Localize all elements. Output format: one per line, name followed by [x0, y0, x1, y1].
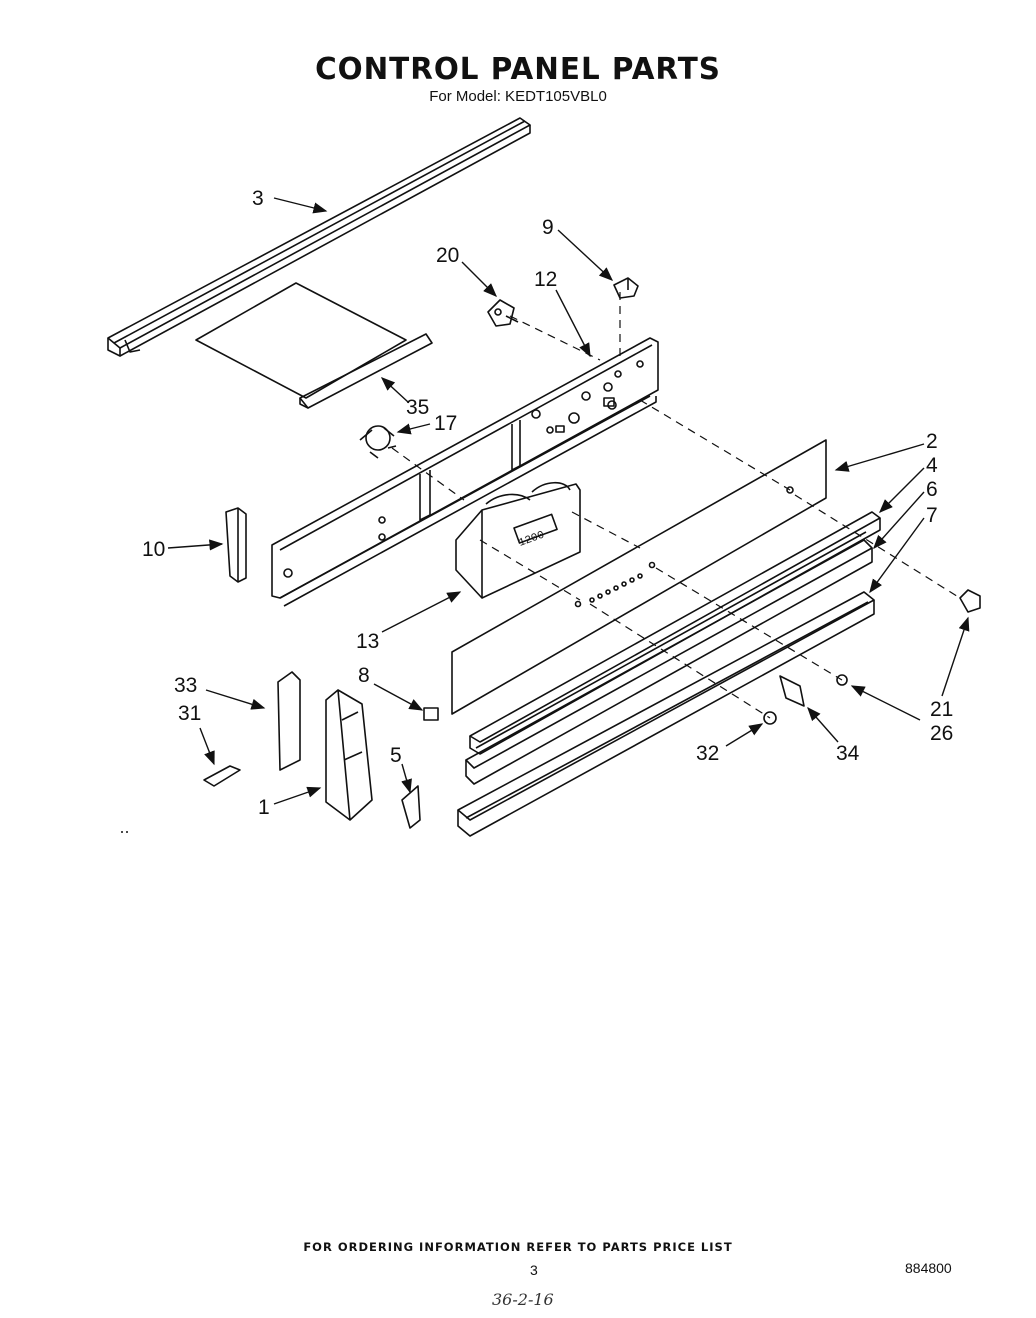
part-10-bracket [225, 507, 247, 583]
part-12-control-panel-frame [271, 337, 659, 607]
callout-13: 13 [356, 630, 379, 653]
callout-21: 21 [930, 698, 953, 721]
callout-12: 12 [534, 268, 557, 291]
callout-26: 26 [930, 722, 953, 745]
page-number: 3 [530, 1262, 538, 1278]
callout-34: 34 [836, 742, 860, 765]
callout-32: 32 [696, 742, 719, 765]
callout-17: 17 [434, 412, 457, 435]
model-subtitle: For Model: KEDT105VBL0 [429, 88, 607, 105]
part-20-switch [487, 299, 519, 327]
callout-6: 6 [926, 478, 938, 501]
callout-8: 8 [358, 664, 370, 687]
handwritten-note: 36-2-16 [492, 1290, 554, 1309]
callout-7: 7 [926, 504, 938, 527]
callout-labels: 3 20 9 12 35 17 2 4 6 7 10 13 8 33 31 5 … [142, 187, 953, 819]
part-6-trim-strip [465, 531, 873, 785]
assembly-dashed-lines [391, 292, 961, 719]
callout-35: 35 [406, 396, 429, 419]
part-32-screw [763, 711, 777, 725]
part-3-top-trim [107, 117, 531, 357]
page-title: CONTROL PANEL PARTS [315, 52, 721, 87]
part-9-knob [613, 277, 639, 299]
document-number: 884800 [905, 1260, 952, 1276]
part-7-bottom-trim [457, 591, 875, 837]
part-4-trim-strip [469, 511, 881, 755]
part-21-knob [959, 589, 981, 613]
callout-9: 9 [542, 216, 554, 239]
part-35-insulation [195, 282, 433, 409]
callout-3: 3 [252, 187, 264, 210]
clock-display-text: 1200 [517, 529, 546, 549]
callout-2: 2 [926, 430, 938, 453]
callout-31: 31 [178, 702, 201, 725]
part-8-block [423, 707, 439, 721]
part-26-nut [836, 674, 848, 686]
ordering-note: FOR ORDERING INFORMATION REFER TO PARTS … [303, 1240, 733, 1254]
part-2-panel-overlay [451, 439, 827, 715]
callout-33: 33 [174, 674, 197, 697]
part-34-clip [779, 675, 805, 707]
callout-4: 4 [926, 454, 938, 477]
callout-20: 20 [436, 244, 459, 267]
part-17-clamp [359, 425, 397, 459]
part-13-clock [455, 481, 581, 599]
part-31-clip [203, 765, 241, 787]
part-1-end-cap [325, 689, 373, 821]
part-33-plate [277, 671, 301, 771]
callout-5: 5 [390, 744, 402, 767]
part-5-end-piece [401, 785, 421, 829]
scan-specks [121, 831, 128, 833]
callout-1: 1 [258, 796, 270, 819]
callout-leaders [167, 197, 970, 805]
callout-10: 10 [142, 538, 165, 561]
